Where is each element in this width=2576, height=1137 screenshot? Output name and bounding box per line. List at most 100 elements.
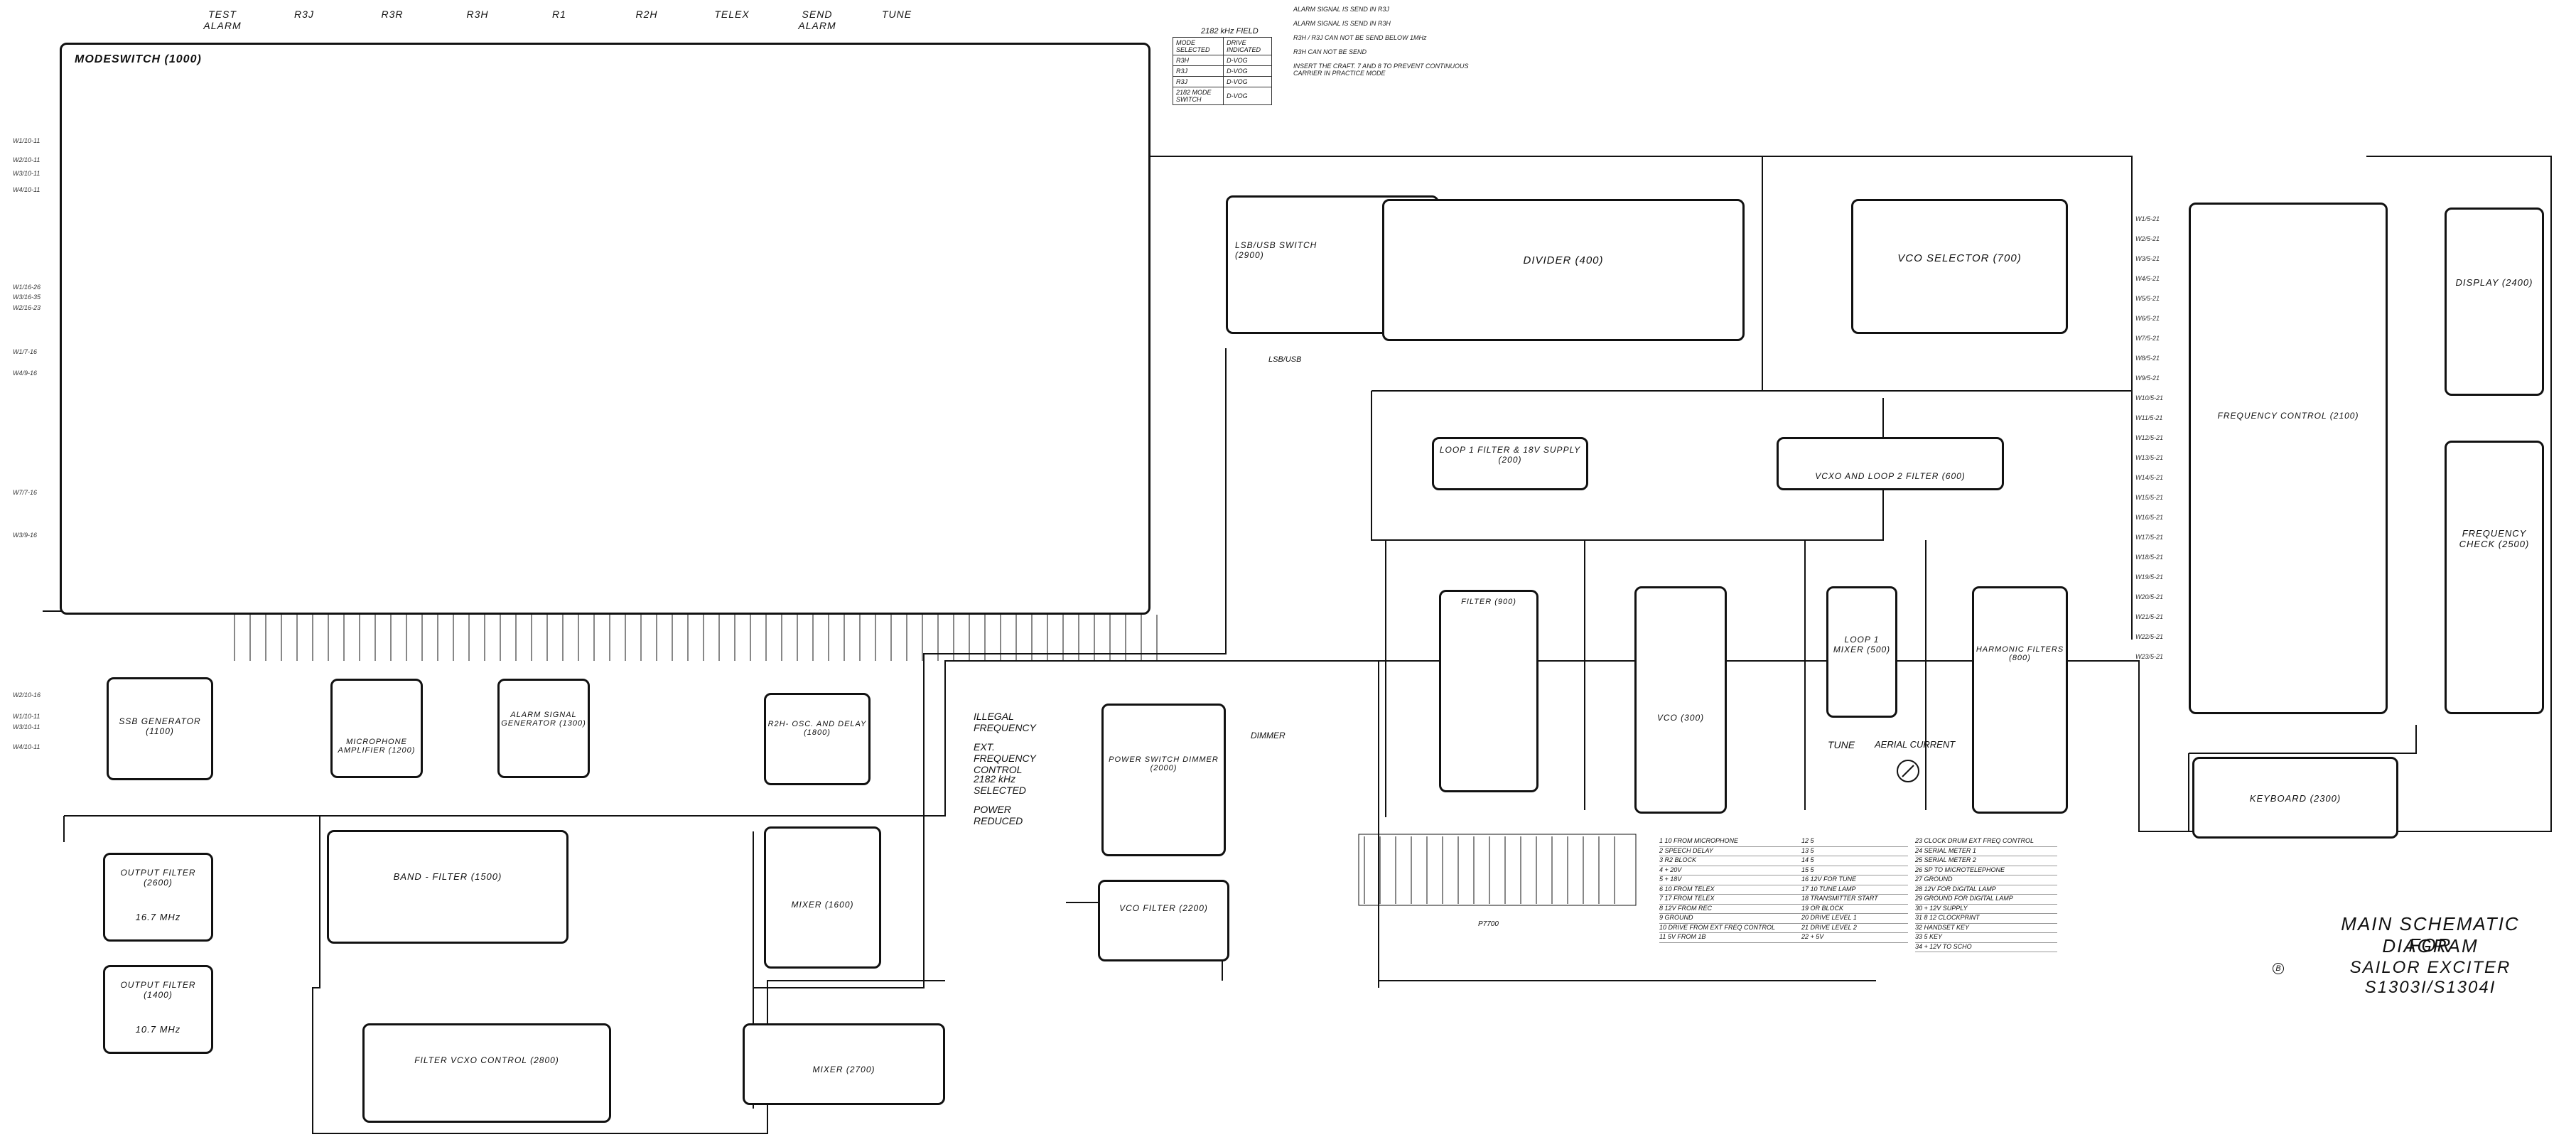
loop1-mixer-title: LOOP 1 MIXER (500) [1833,635,1891,654]
output-filter-1400-block: OUTPUT FILTER (1400) 10.7 MHz [103,965,213,1054]
display-title: DISPLAY (2400) [2455,277,2533,288]
vco-selector-title: VCO SELECTOR (700) [1897,252,2022,264]
connector-label: P7700 [1478,920,1499,928]
field-table-cell: D-VOG [1223,55,1272,66]
wire-label: W7/7-16 [13,489,38,496]
top-label: TUNE [881,9,912,20]
legend-item: 7 17 FROM TELEX [1659,895,1801,905]
legend-item: 8 12V FROM REC [1659,905,1801,914]
wire-label: W2/10-11 [13,156,41,163]
legend-item: 5 + 18V [1659,875,1801,885]
vco-300-title: VCO (300) [1656,713,1705,723]
status-label: EXT. FREQUENCY CONTROL [974,741,1036,775]
microphone-amplifier-block: MICROPHONE AMPLIFIER (1200) [330,679,423,778]
wire-label: W10/5-21 [2135,394,2164,402]
wire-label: W16/5-21 [2135,514,2164,521]
modeswitch-title: MODESWITCH (1000) [75,53,202,65]
legend-item: 10 DRIVE FROM EXT FREQ CONTROL [1659,924,1801,933]
top-label: TEST ALARM [203,9,242,31]
vco-filter-block: VCO FILTER (2200) [1098,880,1229,961]
divider-title: DIVIDER (400) [1523,254,1604,266]
mixer-2700-title: MIXER (2700) [812,1065,875,1074]
band-filter-title: BAND - FILTER (1500) [393,871,502,882]
wire-label: W1/10-11 [13,713,41,720]
legend-item: 18 TRANSMITTER START [1801,895,1908,905]
wire-label: W4/9-16 [13,370,38,377]
top-label: R3R [381,9,404,20]
harmonic-filters-block: HARMONIC FILTERS (800) [1972,586,2068,814]
legend-item: 14 5 [1801,856,1908,866]
aerial-current-label: AERIAL CURRENT [1875,739,1956,750]
wire-label: W1/7-16 [13,348,38,355]
r2h-osc-title: R2H- OSC. AND DELAY (1800) [767,720,867,737]
top-label: R3J [294,9,314,20]
wire-label: W19/5-21 [2135,573,2164,581]
wire-label: W7/5-21 [2135,335,2160,342]
band-filter-block: BAND - FILTER (1500) [327,830,568,944]
legend-item: 11 5V FROM 1B [1659,933,1801,943]
wire-label: W18/5-21 [2135,554,2164,561]
lsb-usb-output-label: LSB/USB [1268,355,1302,364]
legend-item: 13 5 [1801,847,1908,856]
legend-item: 33 5 KEY [1915,933,2057,943]
filter-900-block: FILTER (900) [1439,590,1538,792]
connector-strip [1358,834,1637,906]
loop1-filter-block: LOOP 1 FILTER & 18V SUPPLY (200) [1432,437,1588,490]
wire-label: W4/10-11 [13,186,41,193]
strip-frame [1358,834,1637,906]
title-line-3: SAILOR EXCITER S1303I/S1304I [2349,958,2511,997]
mixer-1600-block: MIXER (1600) [764,826,881,969]
aerial-current-meter-icon [1897,760,1919,782]
legend-item: 29 GROUND FOR DIGITAL LAMP [1915,895,2057,905]
note-item: ALARM SIGNAL IS SEND IN R3H [1293,20,1391,27]
display-block: DISPLAY (2400) [2445,208,2544,396]
output-filter-2600-freq: 16.7 MHz [135,912,181,922]
note-item: R3H / R3J CAN NOT BE SEND BELOW 1MHz [1293,34,1427,41]
loop1-mixer-block: LOOP 1 MIXER (500) [1826,586,1897,718]
wire-label: W1/16-26 [13,284,41,291]
wire-label: W8/5-21 [2135,355,2160,362]
wire-label: W2/16-23 [13,304,41,311]
legend-item: 25 SERIAL METER 2 [1915,856,2057,866]
wire-label: W23/5-21 [2135,653,2164,660]
mixer-2700-block: MIXER (2700) [743,1023,945,1105]
wire-label: W13/5-21 [2135,454,2164,461]
wire-label: W12/5-21 [2135,434,2164,441]
legend-item: 6 10 FROM TELEX [1659,885,1801,895]
top-label: R3H [466,9,489,20]
legend-item: 30 + 12V SUPPLY [1915,905,2057,914]
wire-label: W2/5-21 [2135,235,2160,242]
legend-item: 15 5 [1801,866,1908,875]
legend-item: 27 GROUND [1915,875,2057,885]
top-label: R2H [635,9,658,20]
loop1-filter-title: LOOP 1 FILTER & 18V SUPPLY (200) [1439,445,1581,465]
legend-item: 4 + 20V [1659,866,1801,875]
wire-label: W11/5-21 [2135,414,2163,421]
top-label: SEND ALARM [798,9,836,31]
output-filter-2600-title: OUTPUT FILTER (2600) [120,868,196,888]
legend-item: 9 GROUND [1659,914,1801,924]
dimmer-label: DIMMER [1251,731,1286,740]
output-filter-2600-block: OUTPUT FILTER (2600) 16.7 MHz [103,853,213,942]
legend-item: 16 12V FOR TUNE [1801,875,1908,885]
wire-label: W5/5-21 [2135,295,2160,302]
note-item: R3H CAN NOT BE SEND [1293,48,1367,55]
vcxo-control-block: FILTER VCXO CONTROL (2800) [362,1023,611,1123]
field-table-cell: D-VOG [1223,65,1272,77]
wire-label: W4/5-21 [2135,275,2160,282]
frequency-control-title: FREQUENCY CONTROL (2100) [2217,411,2359,421]
wire-label: W15/5-21 [2135,494,2164,501]
legend-item: 21 DRIVE LEVEL 2 [1801,924,1908,933]
vco-filter-title: VCO FILTER (2200) [1119,903,1208,913]
alarm-signal-generator-title: ALARM SIGNAL GENERATOR (1300) [501,711,586,728]
wire-label: W3/10-11 [13,723,41,731]
vcxo-loop2-block: VCXO AND LOOP 2 FILTER (600) [1777,437,2004,490]
status-label: POWER REDUCED [974,804,1023,826]
wire-label: W9/5-21 [2135,374,2160,382]
legend-item: 20 DRIVE LEVEL 1 [1801,914,1908,924]
legend-item: 26 SP TO MICROTELEPHONE [1915,866,2057,875]
